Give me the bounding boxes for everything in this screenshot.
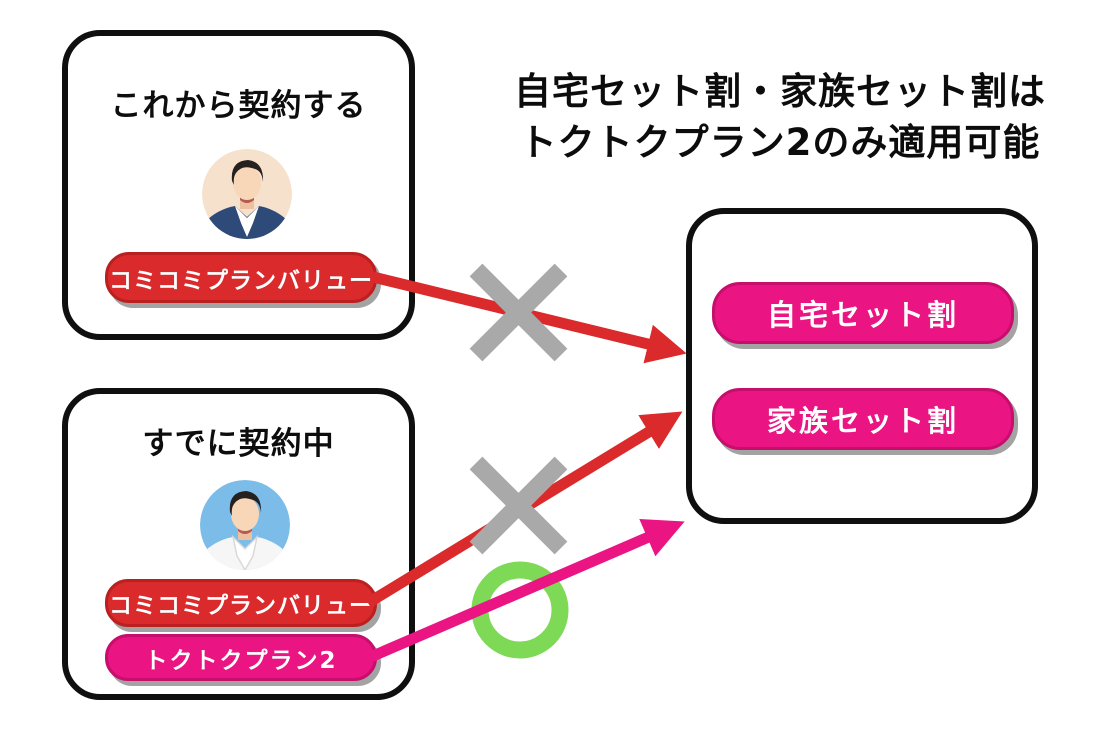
headline: 自宅セット割・家族セット割は トクトクプラン2のみ適用可能	[470, 66, 1090, 168]
headline-line-2: トクトクプラン2のみ適用可能	[519, 121, 1041, 164]
circle-mark-icon	[471, 561, 569, 659]
komikomi-plan-badge-current: コミコミプランバリュー	[105, 579, 377, 627]
home-set-discount-badge: 自宅セット割	[712, 282, 1014, 344]
komikomi-plan-badge-new: コミコミプランバリュー	[105, 252, 377, 303]
family-set-discount-badge: 家族セット割	[712, 388, 1014, 450]
current-contract-title: すでに契約中	[142, 426, 335, 462]
tokutoku-plan2-badge: トクトクプラン2	[105, 634, 377, 681]
new-contract-title: これから契約する	[110, 88, 367, 124]
new-contract-card: これから契約する コミコミプランバリュー	[62, 30, 415, 340]
man-avatar-new-icon	[202, 149, 292, 239]
discount-card: 自宅セット割 家族セット割	[686, 208, 1038, 524]
cross-mark-icon-bottom	[469, 456, 568, 555]
headline-line-1: 自宅セット割・家族セット割は	[514, 70, 1046, 113]
cross-mark-icon-top	[469, 263, 568, 362]
current-contract-card: すでに契約中 コミコミプランバリュー トクトクプラン2	[62, 388, 415, 700]
man-avatar-current-icon	[200, 480, 290, 570]
